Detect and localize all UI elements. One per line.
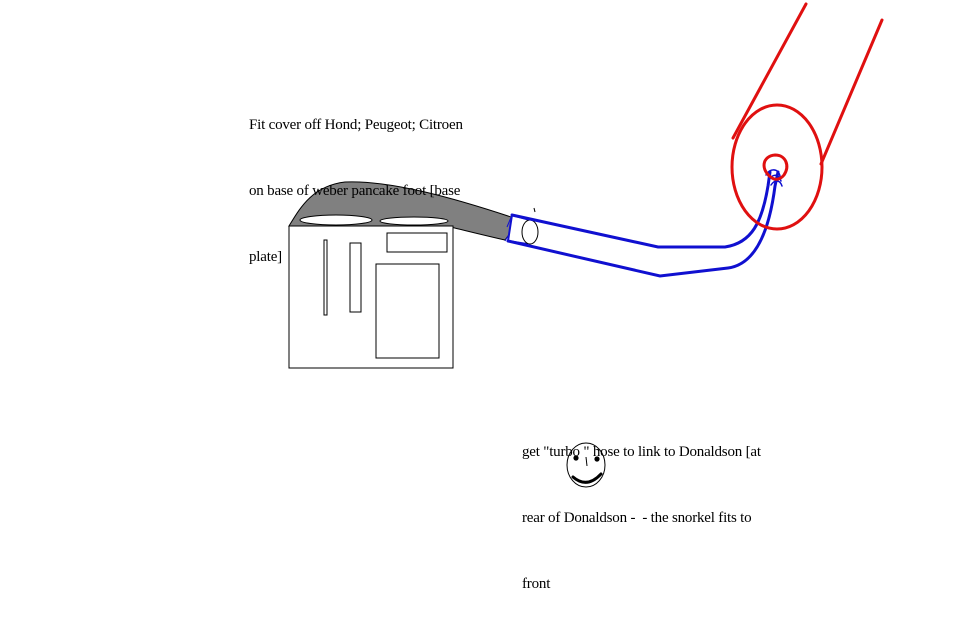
- note-bottom: get "turbo " hose to link to Donaldson […: [522, 397, 761, 617]
- donaldson-inlet-port: [762, 153, 789, 181]
- donaldson-filter: [730, 2, 884, 231]
- note-bottom-line: get "turbo " hose to link to Donaldson […: [522, 444, 761, 460]
- intake-port-left: [299, 214, 373, 226]
- pancake-cover: [288, 181, 521, 241]
- donaldson-inlet-ring: [730, 103, 824, 231]
- smiley-face-icon: [566, 442, 606, 488]
- note-top: Fit cover off Hond; Peugeot; Citroen on …: [249, 70, 463, 290]
- turbo-hose: [506, 169, 783, 278]
- note-bottom-line: rear of Donaldson - - the snorkel fits t…: [522, 510, 752, 526]
- slot-narrow: [349, 242, 362, 313]
- small-panel: [386, 232, 448, 253]
- carburettor-base-plate: [288, 214, 454, 369]
- slot-thin: [323, 239, 328, 316]
- note-top-line: Fit cover off Hond; Peugeot; Citroen: [249, 117, 463, 133]
- note-top-line: on base of weber pancake foot [base: [249, 183, 461, 199]
- donaldson-side-right: [819, 18, 884, 166]
- large-panel: [375, 263, 440, 359]
- hose-coupling: [504, 207, 539, 246]
- donaldson-side-left: [731, 2, 808, 140]
- intake-port-right: [379, 216, 449, 226]
- note-bottom-line: front: [522, 576, 551, 592]
- note-top-line: plate]: [249, 249, 282, 265]
